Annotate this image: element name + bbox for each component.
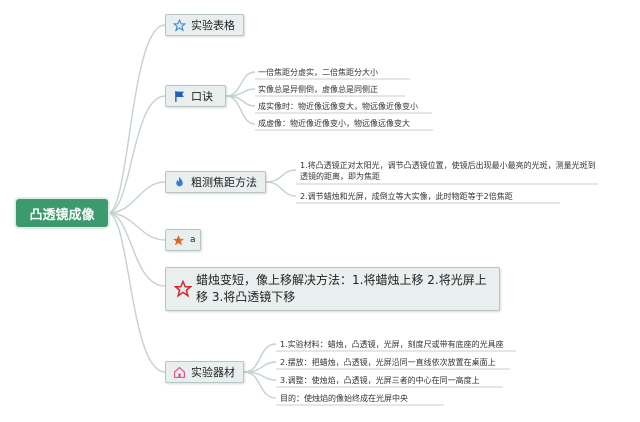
branch-label: a: [190, 235, 196, 245]
branch-focal-method[interactable]: 粗测焦距方法: [165, 171, 266, 193]
branch-equipment[interactable]: 实验器材: [165, 361, 244, 383]
leaf-text: 1.实验材料：蜡烛，凸透镜，光屏，刻度尺或带有底座的光具座: [280, 340, 504, 349]
leaf-text: 1.将凸透镜正对太阳光，调节凸透镜位置，使镜后出现最小最亮的光斑，测量光斑到透镜…: [300, 161, 596, 181]
branch-label: 实验器材: [191, 366, 235, 379]
leaf-text: 一倍焦距分虚实，二倍焦距分大小: [258, 68, 378, 77]
leaf-text: 成实像时：物近像远像变大，物远像近像变小: [258, 102, 418, 111]
leaf-text: 实像总是异侧倒，虚像总是同侧正: [258, 85, 378, 94]
branch-candle-solution[interactable]: 蜡烛变短，像上移解决方法：1.将蜡烛上移 2.将光屏上移 3.将凸透镜下移: [165, 267, 500, 311]
branch-label: 蜡烛变短，像上移解决方法：1.将蜡烛上移 2.将光屏上移 3.将凸透镜下移: [196, 273, 487, 304]
branch-label: 粗测焦距方法: [191, 176, 257, 189]
leaf-text: 2.摆放：把蜡烛，凸透镜，光屏沿同一直线依次放置在桌面上: [280, 358, 496, 367]
root-label: 凸透镜成像: [29, 207, 95, 223]
leaf-text: 3.调整：使烛焰，凸透镜，光屏三者的中心在同一高度上: [280, 376, 480, 385]
branch-label: 口诀: [191, 90, 213, 103]
branch-label: 实验表格: [191, 19, 235, 32]
home-icon: [172, 365, 186, 379]
branch-mnemonic[interactable]: 口诀: [165, 85, 226, 107]
fire-icon: [172, 175, 186, 189]
leaf-text: 成虚像：物近像近像变小，物远像远像变大: [258, 119, 410, 128]
leaf-text: 目的：使烛焰的像始终成在光屏中央: [280, 394, 408, 403]
star-filled-icon: [172, 233, 185, 247]
leaf-text: 2.调节蜡烛和光屏，成倒立等大实像，此时物距等于2倍焦距: [300, 192, 513, 201]
branch-experiment-table[interactable]: 实验表格: [165, 14, 244, 36]
flag-icon: [172, 89, 186, 103]
branch-a[interactable]: a: [165, 229, 201, 251]
star-outline-icon: [172, 18, 186, 32]
root-node[interactable]: 凸透镜成像: [16, 199, 108, 227]
star-red-outline-icon: [174, 280, 192, 298]
